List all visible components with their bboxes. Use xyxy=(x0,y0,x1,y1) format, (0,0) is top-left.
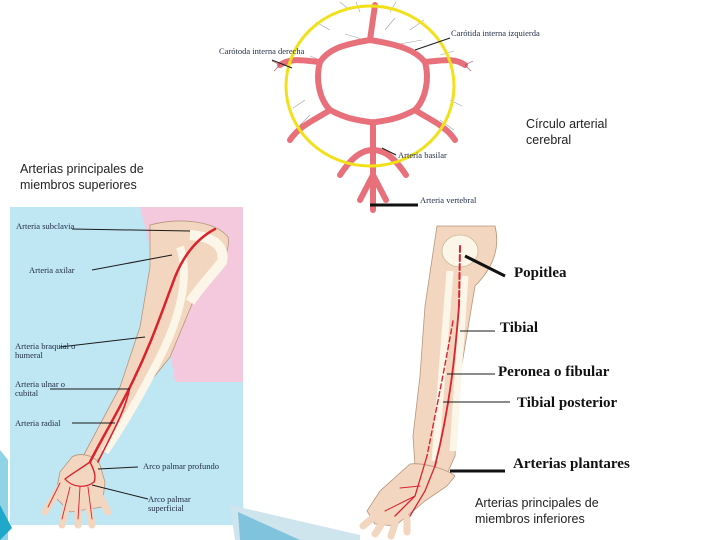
caption-cerebral-circle: Círculo arterial cerebral xyxy=(526,117,608,147)
label-deep-palmar-arch: Arco palmar profundo xyxy=(143,461,220,471)
lower-limb-figure xyxy=(355,225,515,540)
label-vertebral-artery: Arteria vertebral xyxy=(420,195,477,205)
label-carotid-left: Carótida interna izquierda xyxy=(451,28,540,38)
arm-arteries-illustration xyxy=(41,207,243,529)
label-radial: Arteria radial xyxy=(15,418,61,428)
label-brachial: Arteria braquial o humeral xyxy=(15,341,76,360)
cerebral-circle-figure xyxy=(210,0,540,215)
label-axillary: Arteria axilar xyxy=(29,265,75,275)
slide-decoration xyxy=(0,450,360,540)
caption-upper-limbs: Arterias principales de miembros superio… xyxy=(20,162,144,192)
label-superficial-palmar-arch: Arco palmar superficial xyxy=(148,494,191,513)
caption-lower-limbs: Arterias principales de miembros inferio… xyxy=(475,496,599,526)
label-carotid-right: Carótoda interna derecha xyxy=(219,46,305,56)
label-ulnar: Arteria ulnar o cubital xyxy=(15,379,66,398)
label-basilar-artery: Arteria basilar xyxy=(398,150,447,160)
label-posterior-tibial: Tibial posterior xyxy=(517,395,618,411)
label-peroneal: Peronea o fibular xyxy=(498,364,610,380)
label-plantar-arteries: Arterias plantares xyxy=(513,456,630,472)
leg-arteries-illustration xyxy=(359,225,510,540)
upper-limb-figure xyxy=(10,207,243,529)
label-popliteal: Popitlea xyxy=(514,265,567,281)
label-subclavian: Arteria subclavia xyxy=(16,221,75,231)
label-tibial: Tibial xyxy=(500,320,539,336)
cerebral-arteries-illustration xyxy=(271,1,474,213)
highlight-circle xyxy=(284,4,456,168)
